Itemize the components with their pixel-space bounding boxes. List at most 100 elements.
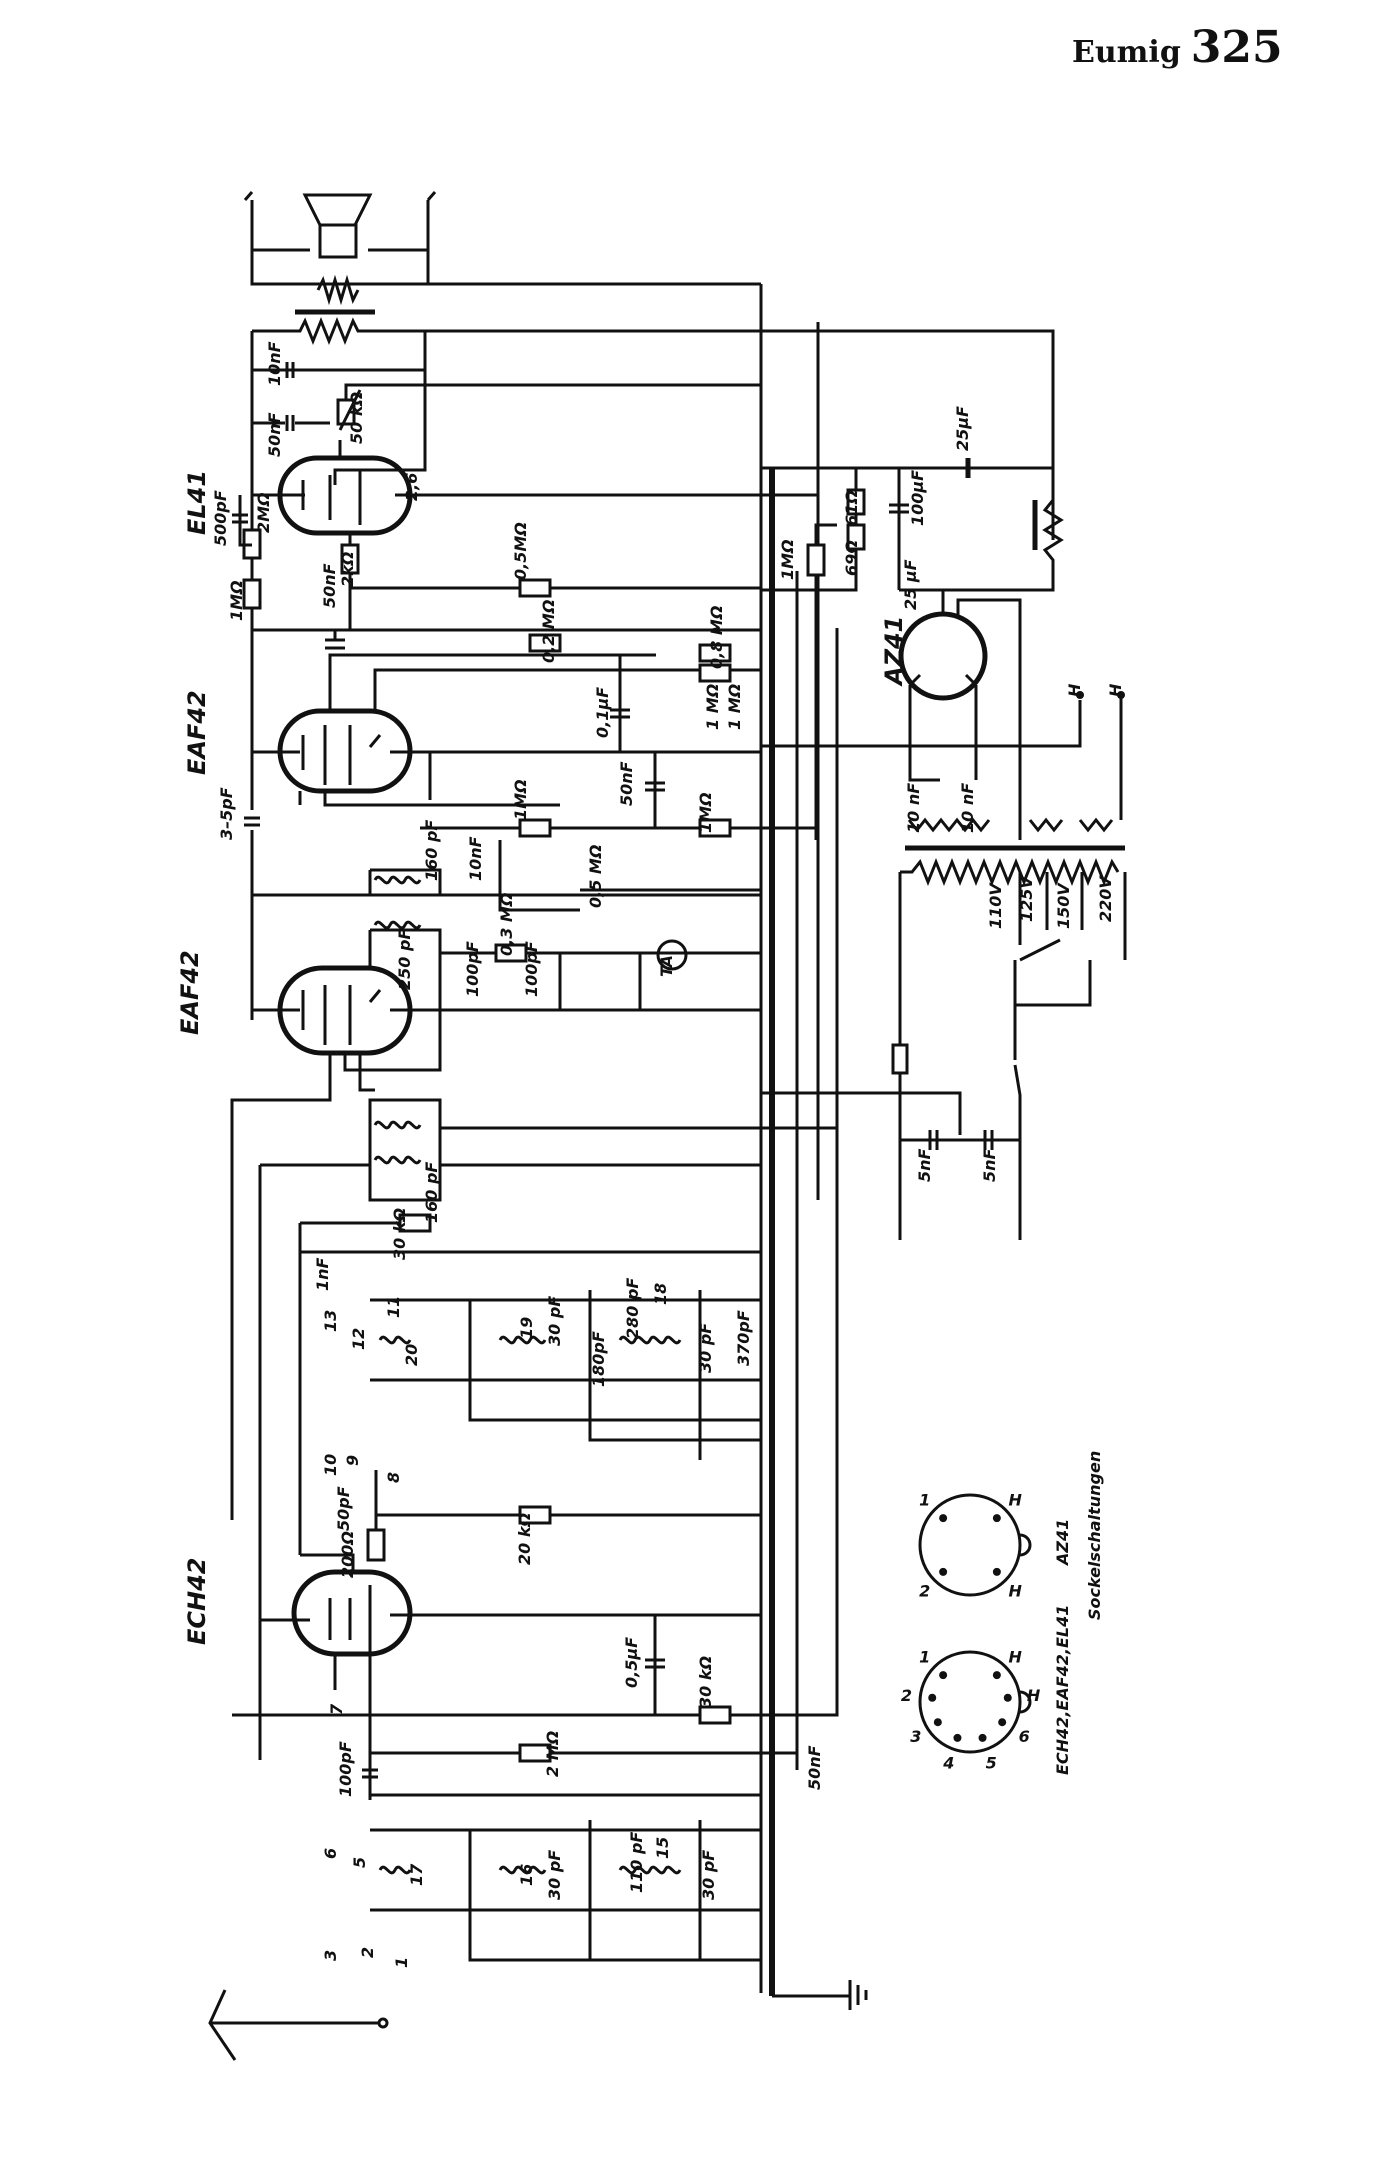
- component-label: 500pF: [211, 490, 230, 546]
- tube-label-az41: AZ41: [880, 616, 908, 687]
- component-label: 0,2 MΩ: [539, 600, 558, 663]
- component-label: 18: [651, 1283, 670, 1305]
- component-label: 370pF: [734, 1310, 753, 1366]
- component-label: 125V: [1017, 875, 1036, 922]
- tube-az41: [761, 590, 1125, 840]
- component-label: 0,3 MΩ: [497, 893, 516, 956]
- component-label: 20 kΩ: [515, 1513, 534, 1565]
- if-transformer-2: [258, 1098, 837, 1760]
- component-label: 100pF: [522, 941, 541, 997]
- component-label: 50nF: [320, 563, 339, 608]
- component-label: 30 pF: [545, 1296, 564, 1346]
- socket-pin: [933, 1718, 942, 1727]
- component-label: TA: [657, 955, 676, 977]
- component-label: 2,6: [402, 473, 421, 501]
- socket-pin-label: H: [1009, 1648, 1023, 1667]
- socket-pin: [992, 1671, 1001, 1680]
- socket-pin: [998, 1718, 1007, 1727]
- component-label: 30 kΩ: [696, 1656, 715, 1708]
- oscillator-coils: [370, 1290, 761, 1460]
- component-label: 2: [358, 1947, 377, 1958]
- socket-diagram-ech42: [918, 1650, 1032, 1754]
- tube-label-el41: EL41: [183, 470, 211, 535]
- component-label: 1MΩ: [778, 539, 797, 580]
- component-label: 0,5MΩ: [511, 522, 530, 580]
- component-label: 0,5 MΩ: [586, 845, 605, 908]
- socket-pin-label: 2: [919, 1581, 930, 1600]
- component-label: 25µF: [953, 406, 972, 451]
- socket-pin: [939, 1671, 948, 1680]
- filter-section: [761, 458, 1064, 840]
- socket-pin-label: 1: [919, 1491, 930, 1510]
- tube-el41: [232, 440, 818, 650]
- component-label: 2kΩ: [338, 552, 357, 587]
- socket-pin-label: 1: [919, 1648, 930, 1667]
- component-label: 17: [407, 1863, 426, 1886]
- tube-ech42: [232, 1150, 839, 1800]
- socket-pin: [1003, 1693, 1012, 1702]
- component-label: 250 pF: [395, 929, 414, 990]
- socket-label-right: AZ41: [1053, 1519, 1072, 1567]
- component-label: 1: [392, 1957, 411, 1968]
- component-label: 100µF: [908, 470, 927, 526]
- tube-eaf42-1: [244, 628, 818, 1020]
- component-label: 11: [384, 1296, 403, 1318]
- brand-name: Eumig: [1072, 35, 1181, 70]
- ground-icon: [772, 1980, 868, 2010]
- component-label: 3–5pF: [217, 787, 236, 840]
- component-label: 5: [350, 1857, 369, 1868]
- component-label: 0,5µF: [622, 1637, 641, 1688]
- component-label: 8: [384, 1472, 403, 1483]
- tube-label-eaf42: EAF42: [176, 950, 204, 1035]
- component-label: 5nF: [980, 1148, 999, 1182]
- component-label: H: [1106, 683, 1125, 697]
- component-label: 61Ω: [842, 490, 861, 526]
- component-label: 13: [321, 1310, 340, 1332]
- supply-bus-lines: [759, 284, 839, 1996]
- component-label: 100pF: [463, 941, 482, 997]
- socket-pin: [992, 1567, 1001, 1576]
- component-label: 1 MΩ: [725, 684, 744, 730]
- output-transformer: [250, 309, 1055, 630]
- component-label: 30 kΩ: [390, 1208, 409, 1260]
- component-label: 1 MΩ: [703, 684, 722, 730]
- component-label: 200Ω: [338, 1531, 357, 1578]
- component-label: 12: [349, 1328, 368, 1350]
- component-label: 10 nF: [904, 783, 923, 833]
- socket-pin-label: 3: [910, 1727, 921, 1746]
- socket-pin: [953, 1733, 962, 1742]
- socket-pin-label: H: [1027, 1686, 1041, 1705]
- tube-label-ech42: ECH42: [183, 1558, 211, 1646]
- component-label: 110V: [986, 882, 1005, 929]
- socket-label-left: ECH42,EAF42,EL41: [1053, 1605, 1072, 1775]
- component-label: 25 µF: [901, 559, 920, 610]
- component-label: 280 pF: [623, 1278, 642, 1339]
- component-label: 50nF: [617, 761, 636, 806]
- component-label: 30 pF: [545, 1850, 564, 1900]
- socket-pin: [939, 1514, 948, 1523]
- component-label: 1MΩ: [227, 580, 246, 621]
- component-label: 10nF: [265, 341, 284, 386]
- component-label: 16: [517, 1864, 536, 1886]
- component-label: 69Ω: [842, 540, 861, 576]
- component-label: 1MΩ: [696, 792, 715, 833]
- socket-diagram-az41: [918, 1493, 1032, 1597]
- component-label: H: [1065, 683, 1084, 697]
- component-label: 10: [321, 1454, 340, 1476]
- component-label: 160 pF: [422, 1162, 441, 1223]
- component-label: 6: [321, 1848, 340, 1859]
- socket-pin-label: 6: [1019, 1727, 1030, 1746]
- socket-pin-label: H: [1009, 1581, 1023, 1600]
- socket-pin-label: 5: [986, 1753, 997, 1772]
- component-label: 1MΩ: [511, 779, 530, 820]
- socket-pin: [978, 1733, 987, 1742]
- component-label: 110 pF: [627, 1832, 646, 1893]
- component-label: 0,8 MΩ: [707, 606, 726, 669]
- component-label: 30 pF: [696, 1323, 715, 1373]
- component-label: 15: [653, 1837, 672, 1859]
- power-transformer: [761, 817, 1127, 1240]
- tube-eaf42-2: [230, 840, 761, 1520]
